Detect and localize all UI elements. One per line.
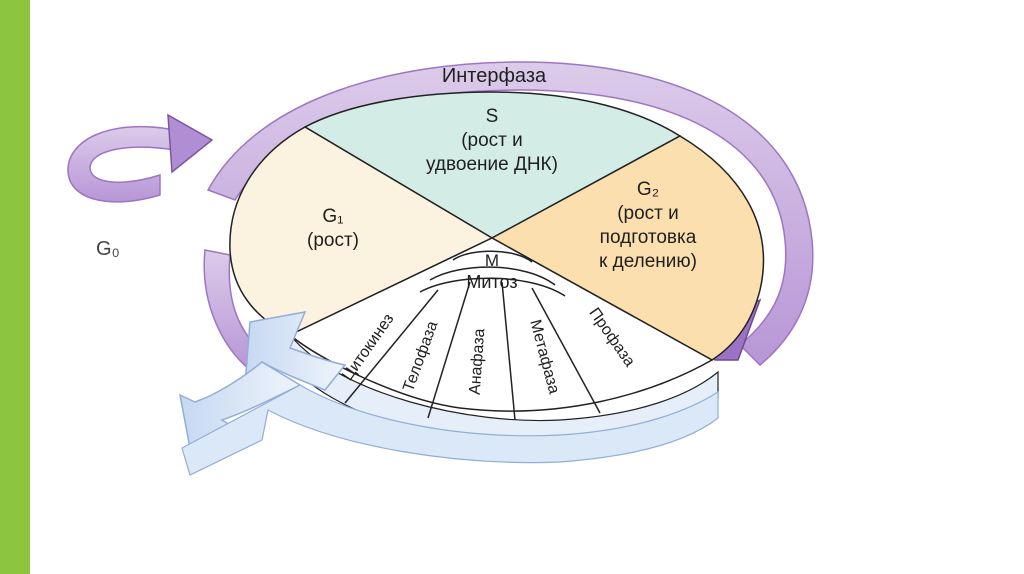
g1-phase-title: G₁	[322, 206, 343, 227]
s-phase-line1: (рост и	[461, 130, 523, 151]
g2-phase-title: G₂	[637, 179, 659, 200]
s-phase-title: S	[486, 106, 499, 127]
s-phase-line2: удвоение ДНК)	[426, 154, 558, 175]
m-label: М	[485, 251, 499, 270]
mitosis-label: Митоз	[466, 272, 517, 292]
g0-arrow-head	[168, 115, 212, 172]
g2-phase-line2: подготовка	[600, 227, 697, 248]
g0-label: G₀	[96, 238, 120, 260]
g1-phase-line1: (рост)	[307, 230, 359, 251]
g0-loop	[68, 115, 212, 202]
g2-phase-line1: (рост и	[617, 203, 679, 224]
interphase-label: Интерфаза	[442, 65, 547, 87]
g2-phase-line3: к делению)	[599, 251, 697, 272]
